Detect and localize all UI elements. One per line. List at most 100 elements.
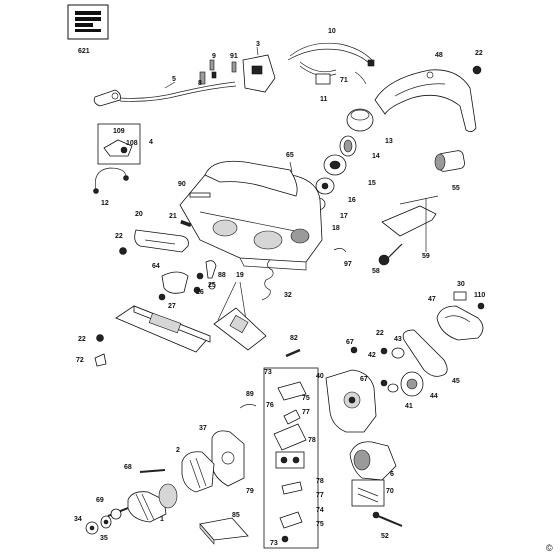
document-code-box [67,4,109,40]
part-5-trigger-cable [93,81,237,107]
label-21: 21 [169,213,177,220]
label-9: 9 [212,53,216,60]
part-64-cap [161,271,189,294]
label-32: 32 [284,292,292,299]
label-73-top: 73 [264,369,272,376]
part-21-belt-guide [180,219,192,227]
part-97-spring-clip [333,248,347,253]
label-59: 59 [422,253,430,260]
label-41: 41 [405,403,413,410]
label-64: 64 [152,263,160,270]
main-housing [179,160,323,271]
label-22-lower: 22 [78,336,86,343]
part-55-brush [434,150,465,172]
label-67-mid: 67 [360,376,368,383]
label-58: 58 [372,268,380,275]
copyright-symbol: © [546,543,553,553]
label-79: 79 [246,488,254,495]
parts-88-25-26 [193,260,217,294]
label-35: 35 [100,535,108,542]
label-10: 10 [328,28,336,35]
part-2-stator [181,451,215,493]
part-59-fence [381,195,439,252]
label-88: 88 [218,272,226,279]
part-6-motor [349,441,397,481]
label-78-bottom: 78 [316,478,324,485]
label-20: 20 [135,211,143,218]
label-11: 11 [320,96,328,103]
label-110: 110 [474,292,485,299]
label-6: 6 [390,471,394,478]
part-47-belt-cover [436,305,484,341]
part-110-screw [477,302,485,310]
part-52-screw [372,511,403,527]
label-44: 44 [430,393,438,400]
document-code: 621 [78,48,90,55]
part-12-wire-clip [93,167,129,194]
label-89: 89 [246,391,254,398]
part-68-screw [139,469,166,473]
label-91: 91 [230,53,238,60]
blade-assembly-box [263,367,319,549]
label-14: 14 [372,153,380,160]
label-77-bottom: 77 [316,492,324,499]
part-32-spring [261,259,274,301]
part-20-side-cover [134,229,189,253]
part-22-screw-left [119,247,127,255]
label-1: 1 [160,516,164,523]
label-74: 74 [316,507,324,514]
label-19: 19 [236,272,244,279]
label-47: 47 [428,296,436,303]
part-22-screw-top [472,65,482,75]
label-34: 34 [74,516,82,523]
label-4: 4 [149,139,153,146]
label-78-top: 78 [308,437,316,444]
label-17: 17 [340,213,348,220]
label-30: 30 [457,281,465,288]
pulley-parts [350,346,424,397]
label-72: 72 [76,357,84,364]
part-1-armature [107,483,178,523]
part-89-spring [239,404,257,409]
label-22-left: 22 [115,233,123,240]
label-73-bottom: 73 [270,540,278,547]
label-16: 16 [348,197,356,204]
label-76: 76 [266,402,274,409]
label-109: 109 [113,128,125,135]
label-69: 69 [96,497,104,504]
front-shoe-plate [213,307,267,351]
label-77-top: 77 [302,409,310,416]
label-27: 27 [168,303,176,310]
label-108: 108 [126,140,138,147]
part-3-switch [242,46,276,93]
part-45-drive-belt [402,329,448,377]
part-37-end-plate [211,430,245,487]
part-48-handle [374,69,477,132]
parts-8-9-91-screws [199,59,237,85]
label-67-top: 67 [346,339,354,346]
label-12: 12 [101,200,109,207]
part-40-gear-housing [325,369,377,433]
label-43: 43 [394,336,402,343]
part-27-nut [158,293,166,301]
label-18: 18 [332,225,340,232]
label-40: 40 [316,373,324,380]
bearings-34-35-69 [85,508,122,535]
label-25: 25 [208,282,216,289]
label-22-top: 22 [475,50,483,57]
part-22-screw-lower [96,334,104,342]
label-90: 90 [178,181,186,188]
label-85: 85 [232,512,240,519]
label-2: 2 [176,447,180,454]
label-75-bottom: 75 [316,521,324,528]
label-48: 48 [435,52,443,59]
label-5: 5 [172,76,176,83]
part-72-clip [94,353,107,367]
part-70-brush-kit [351,479,385,507]
label-8: 8 [198,80,202,87]
part-4-bracket [97,123,141,165]
label-65: 65 [286,152,294,159]
label-13: 13 [385,138,393,145]
label-42: 42 [368,352,376,359]
